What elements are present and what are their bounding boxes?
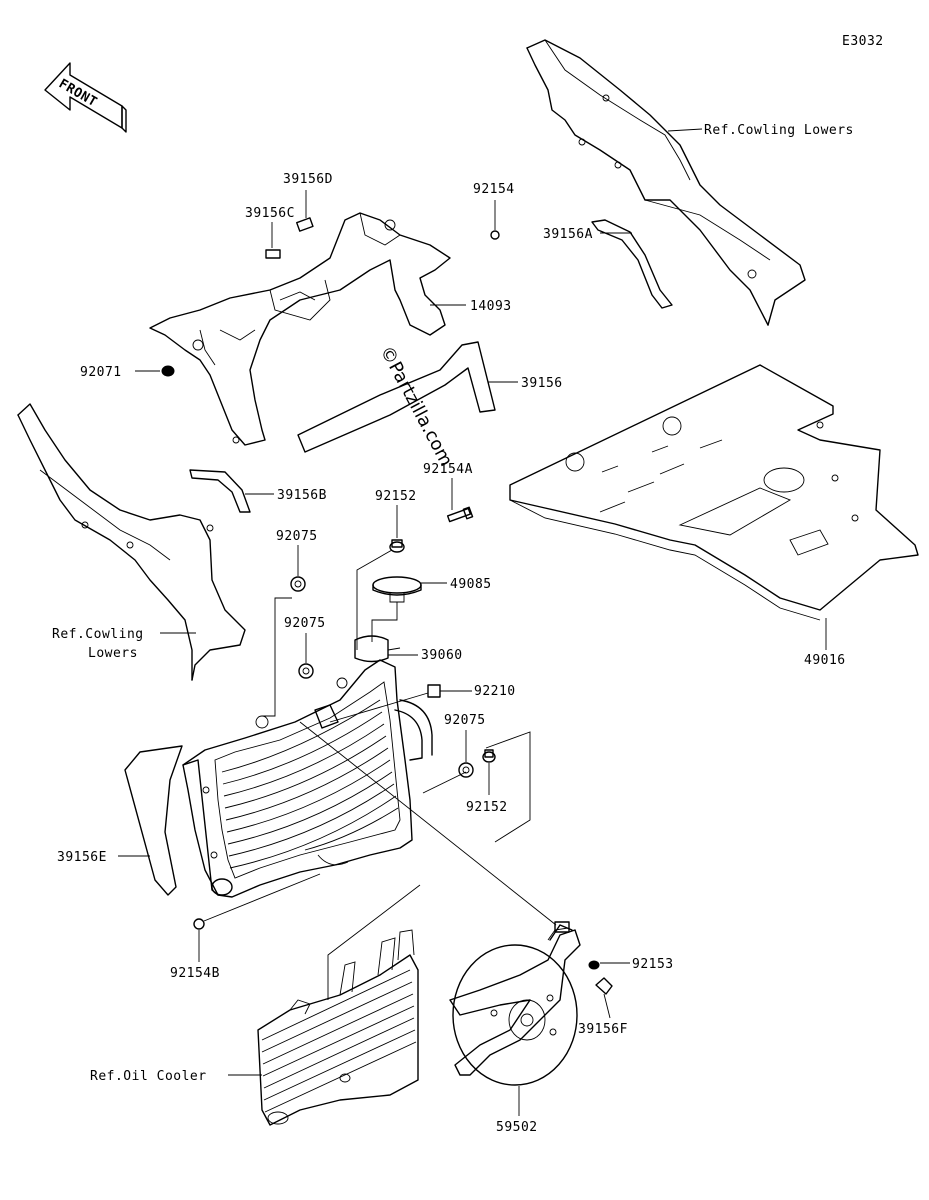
part-92075-grommet-upper [290,576,306,592]
front-label: FRONT [56,76,100,110]
part-39156C [265,249,281,259]
label-39156B: 39156B [277,488,327,503]
part-92075-grommet-right [458,762,474,778]
label-92075-upper: 92075 [276,529,318,544]
part-39156E [124,745,183,896]
part-92152-right [482,749,496,763]
label-ref-cowling-left-2: Lowers [88,646,138,661]
part-39156 [297,341,496,453]
cowling-lower-right [526,39,806,326]
label-39156E: 39156E [57,850,107,865]
cowling-lower-left [17,403,246,681]
part-39156A [591,219,673,309]
label-92154B: 92154B [170,966,220,981]
label-39156A: 39156A [543,227,593,242]
part-39156D [296,217,314,232]
part-49085-radiator-cap [372,576,422,603]
front-arrow-icon: FRONT [44,62,127,133]
part-49016-plate [509,364,919,621]
part-92153-nut [588,960,600,970]
label-39156D: 39156D [283,172,333,187]
part-39156B [189,469,251,513]
label-92210: 92210 [474,684,516,699]
label-92075-middle: 92075 [284,616,326,631]
label-92152-upper: 92152 [375,489,417,504]
label-ref-cowling-right: Ref.Cowling Lowers [704,123,854,138]
part-59502-fan [449,921,581,1086]
diagram-code: E3032 [842,34,884,49]
label-14093: 14093 [470,299,512,314]
label-92152-right: 92152 [466,800,508,815]
part-92152-upper [389,539,405,553]
part-92154B-bolt [193,918,205,930]
label-39156C: 39156C [245,206,295,221]
label-49016: 49016 [804,653,846,668]
radiator-assembly [182,635,433,898]
label-49085: 49085 [450,577,492,592]
watermark: ©Partzilla.com [376,342,457,469]
part-39156F [595,977,613,995]
label-92154: 92154 [473,182,515,197]
label-92071: 92071 [80,365,122,380]
part-92071-nut [161,365,175,377]
part-92154A-bolt [446,506,474,523]
label-39060: 39060 [421,648,463,663]
part-14093-bracket [149,212,451,446]
part-92210-clip [427,684,441,698]
label-39156F: 39156F [578,1022,628,1037]
label-59502: 59502 [496,1120,538,1135]
oil-cooler-reference [257,929,419,1126]
part-92075-grommet-middle [298,663,314,679]
label-39156: 39156 [521,376,563,391]
part-92154-bolt [490,230,500,240]
label-ref-oil-cooler: Ref.Oil Cooler [90,1069,207,1084]
label-92154A: 92154A [423,462,473,477]
label-92153: 92153 [632,957,674,972]
label-92075-right: 92075 [444,713,486,728]
label-ref-cowling-left-1: Ref.Cowling [52,627,144,642]
